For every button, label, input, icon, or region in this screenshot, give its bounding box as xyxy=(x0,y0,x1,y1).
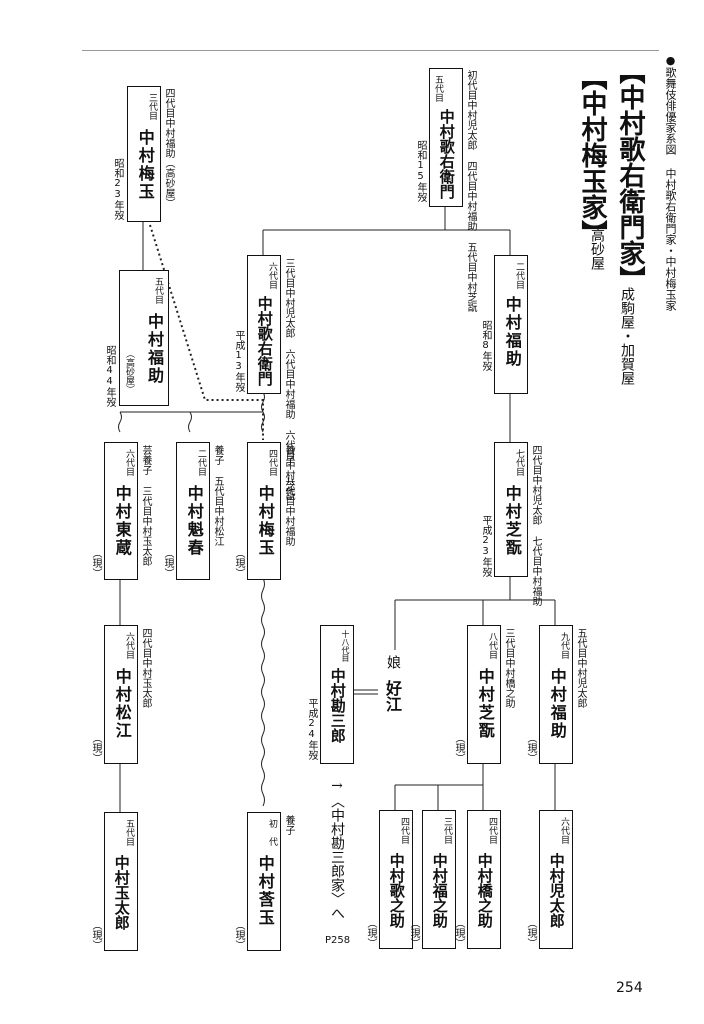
person-shikan8: 八代目 中村芝翫 xyxy=(467,625,501,764)
person-tozo6: 六代目 中村東蔵 xyxy=(104,442,138,580)
death-utaemon6: 平成13年歿 xyxy=(233,330,244,392)
person-utanosuke4: 四代目 中村歌之助 xyxy=(379,810,413,949)
person-utaemon6: 六代目 中村歌右衛門 xyxy=(247,255,281,394)
person-baigyoku3: 三代目 中村梅玉 xyxy=(127,86,161,222)
family-title-baigyoku: 【中村梅玉家】 xyxy=(577,64,607,246)
status-shoko6: （現） xyxy=(90,733,101,763)
status-kaishun2: （現） xyxy=(162,548,173,578)
page-number: 254 xyxy=(616,980,643,996)
prev-names-shikan7: 四代目中村児太郎 七代目中村福助 xyxy=(530,445,541,606)
person-kanzaburo18: 十八代目 中村勘三郎 xyxy=(320,625,354,764)
prev-names-utaemon5: 初代目中村児太郎 四代目中村福助 五代目中村芝翫 xyxy=(465,70,476,312)
status-hashinosuke4: （現） xyxy=(453,918,464,948)
person-shigyoku1: 初 代 中村莟玉 xyxy=(247,812,281,951)
person-kaishun2: 二代目 中村魁春 xyxy=(176,442,210,580)
header-rule xyxy=(82,50,659,51)
status-fukusuke9: （現） xyxy=(525,733,536,763)
death-fukusuke-takasagoya: 昭和44年歿 xyxy=(104,345,115,407)
prev-names-fukusuke9: 五代目中村児太郎 xyxy=(575,628,586,708)
prev-names-shikan8: 三代目中村橋之助 xyxy=(503,628,514,708)
person-utaemon5: 五代目 中村歌右衛門 xyxy=(429,68,463,207)
status-fukunosuke3: （現） xyxy=(408,918,419,948)
person-shoko6: 六代目 中村松江 xyxy=(104,625,138,764)
status-shigyoku1: （現） xyxy=(233,920,244,950)
prev-names-tozo6: 芸養子 三代目中村玉太郎 xyxy=(140,445,151,566)
person-baigyoku4: 四代目 中村梅玉 xyxy=(247,442,281,580)
kanzaburo-reference-page[interactable]: P258 xyxy=(325,935,351,946)
yago-baigyoku: 高砂屋 xyxy=(589,228,605,270)
person-tamataro5: 五代目 中村玉太郎 xyxy=(104,812,138,951)
prev-names-baigyoku4: 養子 八代目中村福助 xyxy=(283,445,294,546)
prev-names-baigyoku3: 四代目中村福助（高砂屋） xyxy=(163,88,174,208)
series-caption: ●歌舞伎俳優家系図 中村歌右衛門家・中村梅玉家 xyxy=(664,54,677,311)
family-title-utaemon: 【中村歌右衛門家】 xyxy=(615,58,645,292)
death-shikan7: 平成23年歿 xyxy=(480,515,491,577)
person-fukunosuke3: 三代目 中村福之助 xyxy=(422,810,456,949)
status-tozo6: （現） xyxy=(90,548,101,578)
person-fukusuke9: 九代目 中村福助 xyxy=(539,625,573,764)
status-shikan8: （現） xyxy=(453,733,464,763)
kanzaburo-family-reference[interactable]: →〈中村勘三郎家〉へ xyxy=(329,778,345,920)
person-fukusuke5: 二代目 中村福助 xyxy=(494,255,528,394)
yago-utaemon: 成駒屋・加賀屋 xyxy=(619,287,635,385)
death-kanzaburo18: 平成24年歿 xyxy=(306,698,317,760)
wife-name: 好江 xyxy=(383,680,402,712)
wife-label: 娘 xyxy=(385,655,401,669)
status-utanosuke4: （現） xyxy=(365,918,376,948)
status-kotaro6: （現） xyxy=(525,918,536,948)
status-tamataro5: （現） xyxy=(90,920,101,950)
prev-names-utaemon6: 三代目中村児太郎 六代目中村福助 六代目中村芝翫 xyxy=(283,258,294,500)
prev-names-kaishun2: 養子 五代目中村松江 xyxy=(212,445,223,546)
death-fukusuke5: 昭和8年歿 xyxy=(480,320,491,371)
prev-names-shoko6: 四代目中村玉太郎 xyxy=(140,628,151,708)
status-baigyoku4: （現） xyxy=(233,548,244,578)
person-hashinosuke4: 四代目 中村橋之助 xyxy=(467,810,501,949)
prev-names-shigyoku1: 養子 xyxy=(283,815,294,835)
person-fukusuke-takasagoya: 五代目 中村福助 （高砂屋） xyxy=(119,270,169,406)
person-shikan7: 七代目 中村芝翫 xyxy=(494,442,528,577)
death-utaemon5: 昭和15年歿 xyxy=(415,140,426,202)
person-kotaro6: 六代目 中村児太郎 xyxy=(539,810,573,949)
death-baigyoku3: 昭和23年歿 xyxy=(112,158,123,220)
